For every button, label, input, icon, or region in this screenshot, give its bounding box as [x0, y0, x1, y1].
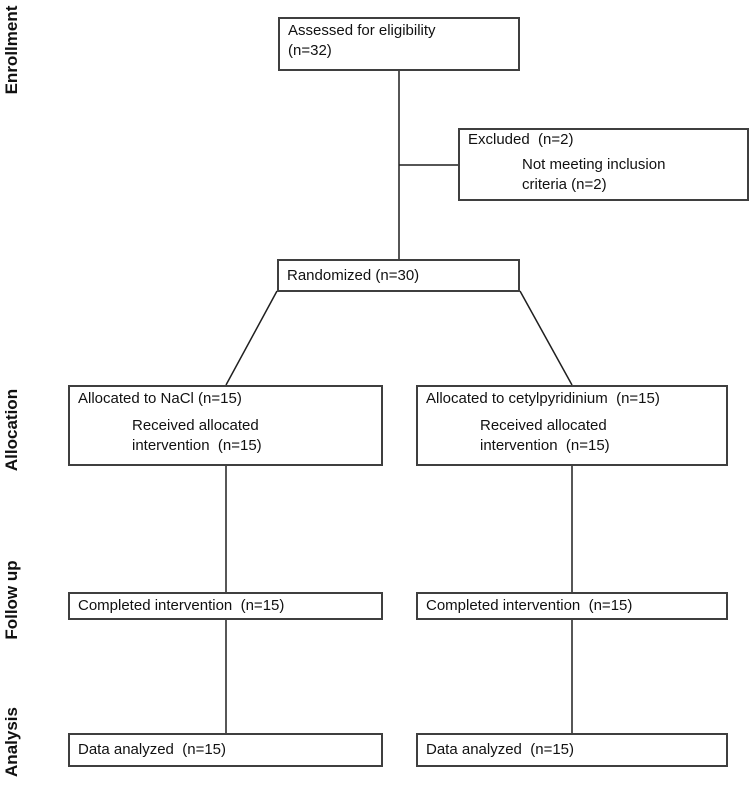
randomized-text: Randomized (n=30)	[287, 266, 420, 284]
allocated-nacl-box: Allocated to NaCl (n=15) Received alloca…	[68, 385, 383, 466]
allocated-nacl-received-line1: Received allocated	[132, 417, 259, 434]
data-analyzed-cetylpyridinium-box: Data analyzed (n=15)	[416, 733, 728, 767]
data-analyzed-cetylpyridinium-text: Data analyzed (n=15)	[426, 741, 575, 758]
excluded-text-line1: Excluded (n=2)	[468, 131, 574, 148]
stage-label-allocation: Allocation	[2, 388, 21, 472]
allocated-nacl-received-line2: intervention (n=15)	[132, 437, 262, 454]
allocated-cetylpyridinium-text: Allocated to cetylpyridinium (n=15)	[426, 390, 660, 407]
allocated-nacl-text: Allocated to NaCl (n=15)	[78, 390, 242, 407]
assessed-for-eligibility-box: Assessed for eligibility (n=32)	[278, 17, 520, 71]
data-analyzed-nacl-box: Data analyzed (n=15)	[68, 733, 383, 767]
assessed-text-line2: (n=32)	[288, 42, 332, 59]
completed-intervention-nacl-box: Completed intervention (n=15)	[68, 592, 383, 620]
stage-label-follow-up: Follow up	[2, 560, 21, 640]
excluded-reason-line1: Not meeting inclusion	[522, 156, 666, 173]
completed-intervention-cetylpyridinium-text: Completed intervention (n=15)	[426, 597, 633, 614]
completed-intervention-cetylpyridinium-box: Completed intervention (n=15)	[416, 592, 728, 620]
excluded-box: Excluded (n=2) Not meeting inclusion cri…	[458, 128, 749, 201]
allocated-cetylpyridinium-received-line2: intervention (n=15)	[480, 437, 610, 454]
stage-label-analysis: Analysis	[2, 707, 21, 777]
data-analyzed-nacl-text: Data analyzed (n=15)	[78, 741, 227, 758]
completed-intervention-nacl-text: Completed intervention (n=15)	[78, 597, 285, 614]
connector-randomized-to-left-arm	[225, 290, 278, 386]
allocated-cetylpyridinium-box: Allocated to cetylpyridinium (n=15) Rece…	[416, 385, 728, 466]
allocated-cetylpyridinium-received-line1: Received allocated	[480, 417, 607, 434]
assessed-text-line1: Assessed for eligibility	[288, 22, 436, 39]
randomized-box: Randomized (n=30)	[277, 259, 520, 292]
connector-randomized-to-right-arm	[519, 290, 573, 386]
stage-label-enrollment: Enrollment	[2, 5, 21, 95]
excluded-reason-line2: criteria (n=2)	[522, 176, 607, 193]
